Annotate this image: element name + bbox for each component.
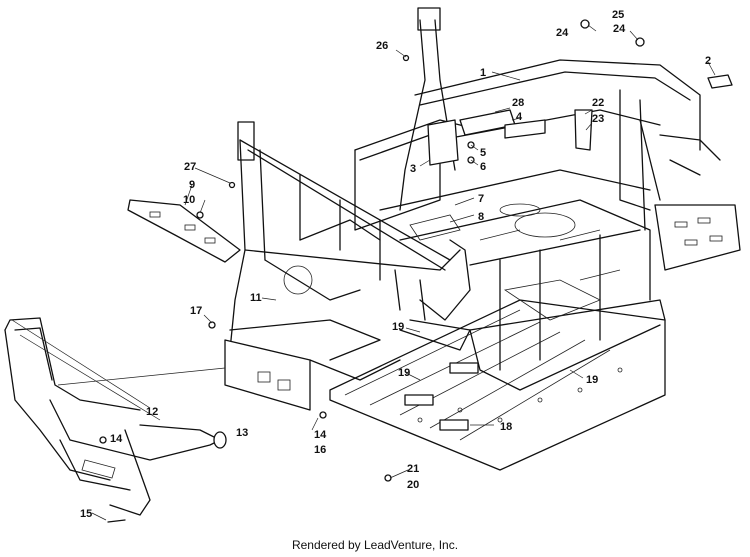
callout-20: 20 (407, 479, 419, 491)
callout-15: 15 (80, 508, 92, 520)
rear-hardware (580, 19, 733, 176)
callout-12: 12 (146, 406, 158, 418)
seat-plates (427, 109, 546, 166)
callout-13: 13 (236, 427, 248, 439)
small-hardware (99, 54, 479, 523)
callout-23: 23 (592, 113, 604, 125)
callout-10: 10 (183, 194, 195, 206)
callout-19c: 19 (586, 374, 598, 386)
callout-11: 11 (250, 292, 262, 304)
callout-19a: 19 (392, 321, 404, 333)
callout-5: 5 (480, 147, 486, 159)
callout-19b: 19 (398, 367, 410, 379)
callout-17: 17 (190, 305, 202, 317)
callout-8: 8 (478, 211, 484, 223)
footer-credit: Rendered by LeadVenture, Inc. (291, 538, 459, 552)
callout-21: 21 (407, 463, 419, 475)
front-frame-nose (224, 319, 471, 411)
front-roll-cage (229, 121, 471, 351)
rear-floor-panel (654, 204, 741, 271)
callout-2: 2 (705, 55, 711, 67)
front-bumper (4, 317, 227, 516)
main-frame (354, 59, 701, 391)
bracket-22 (574, 109, 593, 151)
callout-14a: 14 (110, 433, 123, 445)
callout-6: 6 (480, 161, 486, 173)
rear-roll-bar (399, 7, 661, 211)
callout-27: 27 (184, 161, 196, 173)
callout-24b: 24 (613, 23, 626, 35)
callouts: 1 2 3 4 5 6 7 8 9 10 11 12 13 14 14 15 1… (80, 9, 711, 520)
callout-28: 28 (512, 97, 524, 109)
leader-lines (11, 24, 716, 521)
side-panel-left (127, 199, 241, 263)
callout-24a: 24 (556, 27, 569, 39)
callout-22: 22 (592, 97, 604, 109)
callout-9: 9 (189, 179, 195, 191)
callout-18: 18 (500, 421, 512, 433)
callout-1: 1 (480, 67, 486, 79)
callout-4: 4 (516, 111, 523, 123)
callout-7: 7 (478, 193, 484, 205)
callout-26: 26 (376, 40, 388, 52)
callout-16: 16 (314, 444, 326, 456)
callout-25: 25 (612, 9, 624, 21)
callout-14b: 14 (314, 429, 327, 441)
callout-3: 3 (410, 163, 416, 175)
